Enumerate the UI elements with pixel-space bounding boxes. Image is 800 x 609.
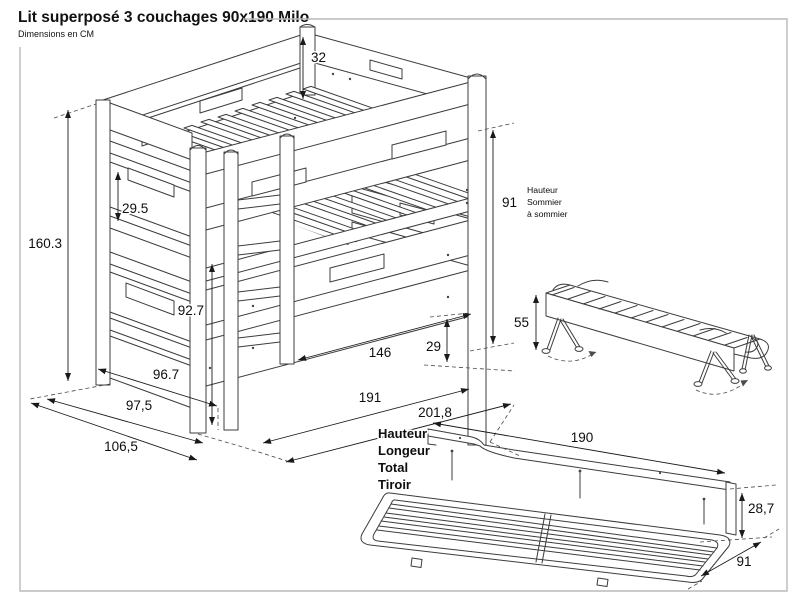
dim-guard-panel: 29.5	[122, 201, 148, 216]
dim-trundle-height: 55	[514, 315, 529, 330]
page-subtitle: Dimensions en CM	[18, 29, 95, 39]
dim-sommier-gap: 91	[502, 195, 517, 210]
drawer-label-line4: Tiroir	[378, 477, 411, 492]
dim-total-height: 160.3	[28, 236, 62, 251]
dim-drawer-width: 91	[736, 554, 751, 569]
note-hauteur: Hauteur	[527, 185, 558, 195]
dim-drawer-height: 28,7	[748, 501, 774, 516]
note-sommier: Sommier	[527, 197, 562, 207]
dim-top-rail: 32	[311, 50, 326, 65]
dim-slat-length: 146	[369, 345, 392, 360]
ladder	[223, 133, 295, 431]
dim-depth-mid: 97,5	[126, 398, 152, 413]
sheet-border	[19, 18, 788, 592]
note-a-sommier: à sommier	[527, 209, 568, 219]
drawer-label-line2: Longeur	[378, 443, 430, 458]
dim-length-inner: 191	[359, 390, 382, 405]
trundle-drawing	[541, 279, 772, 395]
dim-under-clearance: 92.7	[178, 303, 204, 318]
dim-depth-inner: 96.7	[153, 367, 179, 382]
dim-drawer-length: 190	[571, 430, 594, 445]
dimension-lines	[30, 37, 762, 577]
page-title: Lit superposé 3 couchages 90x190 Milo	[18, 9, 310, 26]
dim-depth-total: 106,5	[104, 439, 138, 454]
drawer-label-line1: Hauteur	[378, 426, 427, 441]
drawer-label-line3: Total	[378, 460, 408, 475]
dim-length-total: 201,8	[418, 405, 452, 420]
dim-rail-height: 29	[426, 339, 441, 354]
